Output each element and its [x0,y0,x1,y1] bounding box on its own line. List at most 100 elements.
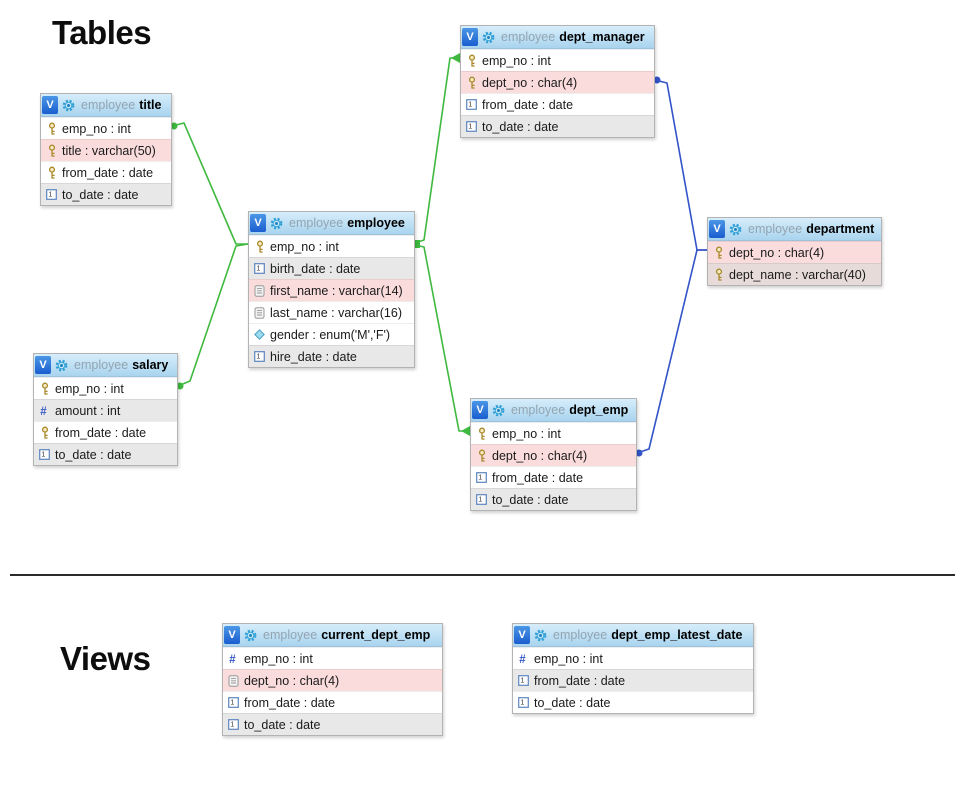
key-icon [712,268,725,282]
v-badge-icon: V [709,220,725,238]
column-label: emp_no : int [62,121,131,136]
column-row: last_name : varchar(16) [249,301,414,323]
schema-name: employee [81,98,136,112]
text-icon [253,284,266,297]
column-label: emp_no : int [244,651,313,666]
schema-name: employee [553,628,608,642]
column-label: emp_no : int [270,239,339,254]
svg-text:#: # [519,654,526,665]
date-icon: 1 [517,697,530,708]
v-badge-icon: V [224,626,240,644]
column-label: emp_no : int [534,651,603,666]
endpoint-square [414,242,420,248]
column-row: 1 to_date : date [471,488,636,510]
key-icon [38,382,51,396]
relationship-line-title-employee[interactable] [171,122,248,245]
column-row: # emp_no : int [223,647,442,669]
column-label: hire_date : date [270,349,357,364]
hash-icon: # [227,653,240,665]
column-row: 1 from_date : date [513,669,753,691]
v-badge-icon: V [514,626,530,644]
svg-text:1: 1 [478,475,482,482]
svg-text:1: 1 [230,722,234,729]
gear-icon [534,629,547,642]
table-name: dept_manager [559,30,645,44]
tables-section-heading: Tables [52,14,152,51]
date-icon: 1 [45,189,58,200]
gear-icon [482,31,495,44]
v-badge-icon: V [250,214,266,232]
relationship-line-salary-employee[interactable] [177,243,249,387]
column-row: emp_no : int [249,235,414,257]
svg-text:1: 1 [478,497,482,504]
column-row: first_name : varchar(14) [249,279,414,301]
table-name: dept_emp_latest_date [611,628,743,642]
column-label: from_date : date [492,470,584,485]
schema-name: employee [263,628,318,642]
date-icon: 1 [227,719,240,730]
column-row: emp_no : int [461,49,654,71]
date-icon: 1 [253,351,266,362]
column-row: from_date : date [34,421,177,443]
date-icon: 1 [227,697,240,708]
column-label: first_name : varchar(14) [270,283,403,298]
svg-text:1: 1 [520,700,524,707]
gear-icon [270,217,283,230]
column-label: from_date : date [482,97,574,112]
svg-text:1: 1 [256,266,260,273]
column-row: from_date : date [41,161,171,183]
relationship-line-dept_emp-department[interactable] [636,249,707,454]
column-label: dept_name : varchar(40) [729,267,866,282]
column-row: gender : enum('M','F') [249,323,414,345]
column-label: dept_no : char(4) [492,448,588,463]
key-icon [475,427,488,441]
gear-icon [244,629,257,642]
column-row: dept_no : char(4) [708,241,881,263]
text-icon [227,674,240,687]
v-badge-icon: V [42,96,58,114]
table-name: dept_emp [569,403,629,417]
gear-icon [55,359,68,372]
column-label: to_date : date [492,492,569,507]
column-row: # emp_no : int [513,647,753,669]
table-name: employee [347,216,405,230]
svg-text:1: 1 [520,678,524,685]
key-icon [712,246,725,260]
table-name: department [806,222,875,236]
column-label: to_date : date [62,187,139,202]
svg-text:1: 1 [41,452,45,459]
v-badge-icon: V [462,28,478,46]
views-section-heading: Views [60,640,151,677]
column-row: dept_no : char(4) [461,71,654,93]
column-row: 1 from_date : date [471,466,636,488]
section-divider [10,574,955,576]
key-icon [38,426,51,440]
column-label: from_date : date [534,673,626,688]
schema-name: employee [289,216,344,230]
column-row: dept_no : char(4) [471,444,636,466]
key-icon [465,54,478,68]
svg-text:1: 1 [256,354,260,361]
column-row: 1 hire_date : date [249,345,414,367]
